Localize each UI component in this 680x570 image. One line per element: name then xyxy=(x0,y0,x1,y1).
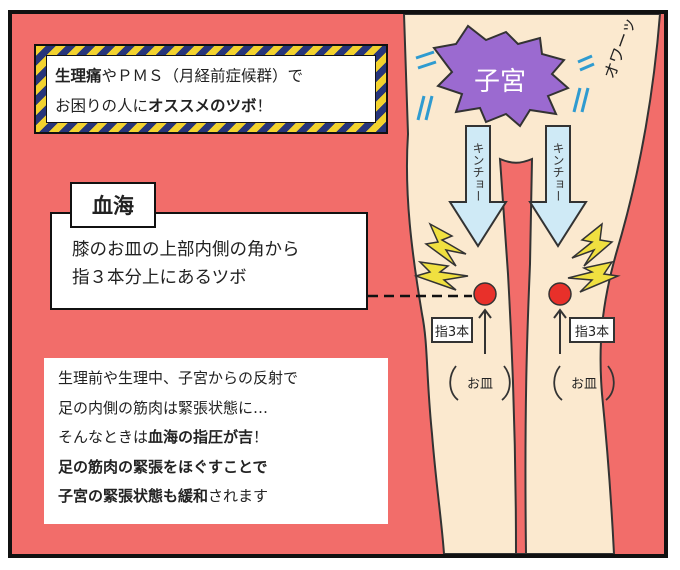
tips-line4: 足の筋肉の緊張をほぐすことで xyxy=(58,457,268,476)
title-highlight-2: オススメのツボ xyxy=(148,97,257,115)
tips-line5-bold: 子宮の緊張状態も緩和 xyxy=(58,487,209,505)
title-banner: 生理痛やＰＭＳ（月経前症候群）で お困りの人にオススメのツボ！ xyxy=(34,44,388,134)
shake-marks xyxy=(415,50,595,121)
tension-arrows xyxy=(448,125,588,248)
acupoint-right xyxy=(548,282,572,306)
tips-line3-start: そんなときは xyxy=(58,428,149,446)
tips-line5-rest: されます xyxy=(208,487,269,505)
tips-line2: 足の内側の筋肉は緊張状態に… xyxy=(58,398,269,417)
kneecap-label-left: お皿 xyxy=(467,377,493,392)
description-line1: 膝のお皿の上部内側の角から xyxy=(72,240,300,260)
illustration: 子宮 オワーッ キンチョー キンチョー xyxy=(340,14,662,554)
acupoint-description: 膝のお皿の上部内側の角から 指３本分上にあるツボ xyxy=(50,212,368,310)
uterus-label: 子宮 xyxy=(474,67,526,97)
acupoint-left xyxy=(473,282,497,306)
finger-label-right: 指3本 xyxy=(575,325,609,340)
kneecaps xyxy=(449,365,615,401)
uterus-burst xyxy=(432,24,570,128)
title-line2-start: お困りの人に xyxy=(55,97,149,115)
title-line1: やＰＭＳ（月経前症候群）で xyxy=(101,67,304,85)
tips-line5: 子宮の緊張状態も緩和されます xyxy=(58,482,388,512)
finger-markers xyxy=(431,308,615,354)
title-text: 生理痛やＰＭＳ（月経前症候群）で お困りの人にオススメのツボ！ xyxy=(46,55,376,123)
lightning-bolts xyxy=(413,222,621,293)
finger-label-left: 指3本 xyxy=(435,325,469,340)
tips-line3-end: ！ xyxy=(253,428,269,446)
comic-panel: 子宮 オワーッ キンチョー キンチョー xyxy=(8,10,668,558)
description-line2: 指３本分上にあるツボ xyxy=(72,268,247,288)
leg-gap xyxy=(498,157,534,554)
tips-line3-bold: 血海の指圧が吉 xyxy=(148,428,254,446)
kneecap-label-right: お皿 xyxy=(571,377,597,392)
title-highlight-1: 生理痛 xyxy=(55,67,102,85)
tips-box: 生理前や生理中、子宮からの反射で 足の内側の筋肉は緊張状態に… そんなときは血海… xyxy=(44,358,388,524)
arrow-label-left: キンチョー xyxy=(471,142,485,202)
tips-line1: 生理前や生理中、子宮からの反射で xyxy=(58,369,299,387)
acupoint-name: 血海 xyxy=(70,182,156,228)
arrow-label-right: キンチョー xyxy=(551,142,565,202)
tips-line3: そんなときは血海の指圧が吉！ xyxy=(58,423,388,453)
title-line2-end: ！ xyxy=(256,97,273,115)
